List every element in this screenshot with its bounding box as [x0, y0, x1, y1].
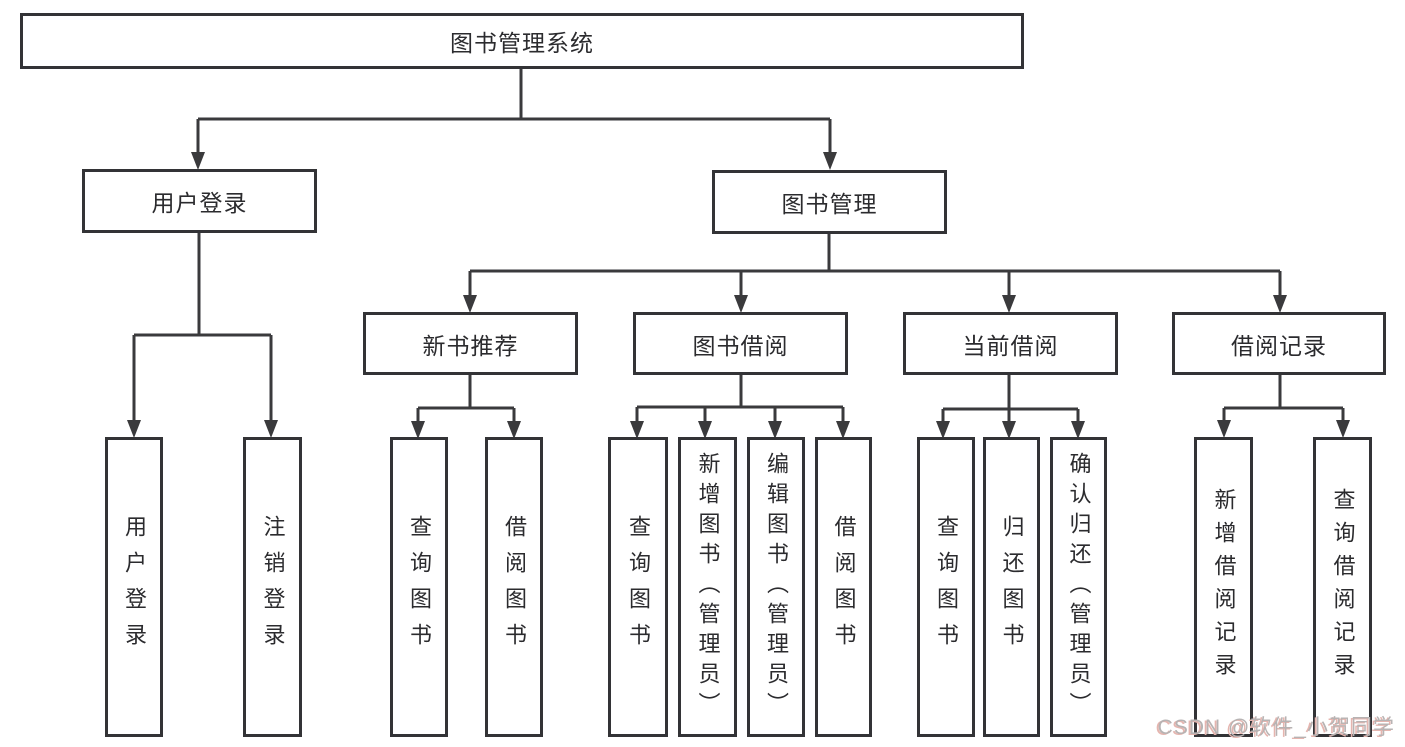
leaf-query-borrow-record-label: 查询借阅记录 [1330, 488, 1356, 686]
node-user-login: 用户登录 [82, 169, 317, 233]
leaf-edit-books-admin: 编辑图书（管理员） [747, 437, 805, 737]
tree-wires [132, 69, 1345, 422]
node-current-borrow: 当前借阅 [903, 312, 1118, 375]
node-book-borrow-label: 图书借阅 [692, 332, 789, 359]
leaf-add-borrow-record-label: 新增借阅记录 [1211, 488, 1237, 686]
leaf-query-books-3-label: 查询图书 [934, 515, 959, 659]
node-new-book-recommend-label: 新书推荐 [422, 332, 519, 359]
node-user-login-label: 用户登录 [151, 190, 248, 216]
leaf-user-login-label: 用户登录 [122, 515, 147, 659]
leaf-add-borrow-record: 新增借阅记录 [1194, 437, 1253, 737]
leaf-edit-books-admin-label: 编辑图书（管理员） [764, 452, 789, 722]
node-borrow-records: 借阅记录 [1172, 312, 1386, 375]
node-book-management: 图书管理 [712, 170, 947, 234]
node-borrow-records-label: 借阅记录 [1231, 332, 1327, 359]
csdn-watermark: CSDN @软件_小贺同学 [1157, 716, 1395, 739]
leaf-logout-label: 注销登录 [260, 515, 286, 659]
leaf-query-books-1: 查询图书 [390, 437, 448, 737]
leaf-query-books-2-label: 查询图书 [626, 515, 651, 659]
leaf-user-login: 用户登录 [105, 437, 163, 737]
arrowheads [127, 152, 1350, 439]
leaf-return-books: 归还图书 [983, 437, 1040, 737]
leaf-query-borrow-record: 查询借阅记录 [1313, 437, 1372, 737]
node-new-book-recommend: 新书推荐 [363, 312, 578, 375]
leaf-borrow-books-1: 借阅图书 [485, 437, 543, 737]
leaf-add-books-admin: 新增图书（管理员） [678, 437, 737, 737]
leaf-add-books-admin-label: 新增图书（管理员） [695, 452, 721, 722]
leaf-query-books-3: 查询图书 [917, 437, 975, 737]
node-current-borrow-label: 当前借阅 [962, 332, 1059, 359]
leaf-confirm-return-admin: 确认归还（管理员） [1050, 437, 1107, 737]
leaf-query-books-1-label: 查询图书 [407, 515, 432, 659]
leaf-borrow-books-2-label: 借阅图书 [831, 515, 857, 659]
node-book-management-label: 图书管理 [781, 191, 878, 217]
leaf-query-books-2: 查询图书 [608, 437, 668, 737]
node-root: 图书管理系统 [20, 13, 1024, 69]
leaf-borrow-books-1-label: 借阅图书 [502, 515, 527, 659]
node-book-borrow: 图书借阅 [633, 312, 848, 375]
leaf-borrow-books-2: 借阅图书 [815, 437, 872, 737]
leaf-confirm-return-admin-label: 确认归还（管理员） [1066, 452, 1092, 722]
leaf-logout: 注销登录 [243, 437, 302, 737]
node-root-label: 图书管理系统 [450, 30, 594, 56]
leaf-return-books-label: 归还图书 [999, 515, 1025, 659]
